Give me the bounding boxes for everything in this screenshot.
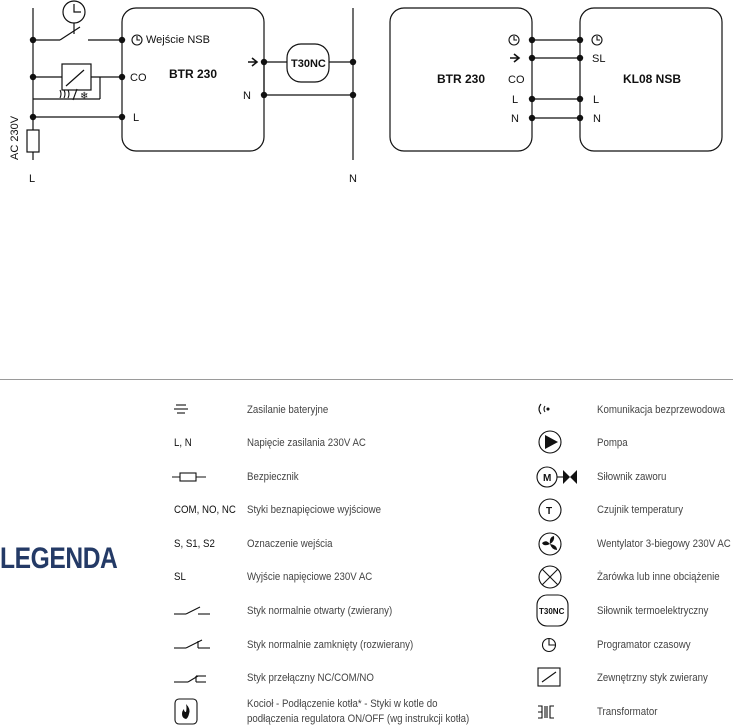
btr230-label-right: BTR 230 [437,72,485,86]
legend-desc: Bezpiecznik [247,471,299,483]
right-terminal-n-right: N [593,113,601,125]
battery-icon [174,404,188,414]
boiler-flame-icon [174,698,198,725]
arrow-right-icon [248,57,259,67]
legend-desc: Zasilanie bateryjne [247,404,329,416]
pump-icon [538,430,562,454]
timer-icon [541,637,557,653]
snowflake-icon: ❄ [80,91,88,102]
legend-desc: Czujnik temperatury [597,504,684,516]
terminal-co: CO [130,72,147,84]
legend-desc: Siłownik termoelektryczny [597,605,709,617]
legend-desc: Styk normalnie zamknięty (rozwierany) [247,639,414,651]
kl08nsb-box [579,7,723,152]
legend-title: LEGENDA [0,542,118,575]
kl08nsb-label: KL08 NSB [623,72,681,86]
legend-desc: Wyjście napięciowe 230V AC [247,571,373,583]
legend-desc: Żarówka lub inne obciążenie [597,571,720,583]
legend-desc: Transformator [597,706,658,718]
thermoelectric-actuator-icon [536,594,569,627]
legend-desc: Programator czasowy [597,639,691,651]
input-label: Wejście NSB [146,34,210,46]
fan-icon [538,532,562,556]
terminal-n: N [243,90,251,102]
right-terminal-n-left: N [511,113,519,125]
right-terminal-l-left: L [512,94,518,106]
actuator-label: T30NC [291,58,326,70]
right-terminal-sl: SL [592,53,605,65]
legend-desc: Kocioł - Podłączenie kotła* - Styki w ko… [247,698,438,710]
legend-symbol-sl: SL [174,571,186,583]
legend-desc: Pompa [597,437,628,449]
normally-open-contact-icon [174,606,210,615]
bulb-load-icon [538,565,562,589]
legend-desc: Styk przełączny NC/COM/NO [247,672,374,684]
legend-desc: Oznaczenie wejścia [247,538,333,550]
wireless-icon [538,403,550,415]
legend-desc: Siłownik zaworu [597,471,667,483]
legend-desc: Styki beznapięciowe wyjściowe [247,504,381,516]
bottom-l-label: L [29,173,35,185]
external-contact-icon [537,667,561,687]
changeover-contact-icon [174,675,206,683]
btr230-label-left: BTR 230 [169,67,217,81]
right-terminal-l-right: L [593,94,599,106]
normally-closed-contact-icon [174,639,210,649]
legend-symbol-com-no-nc: COM, NO, NC [174,504,236,516]
arrow-right-icon [510,53,521,63]
section-divider [0,379,733,380]
legend-desc: Komunikacja bezprzewodowa [597,404,726,416]
legend-desc: Styk normalnie otwarty (zwierany) [247,605,393,617]
legend-symbol-ln: L, N [174,437,192,449]
legend-desc: Zewnętrzny styk zwierany [597,672,708,684]
legend-desc: Napięcie zasilania 230V AC [247,437,366,449]
t30nc-actuator-box [286,43,330,83]
transformer-icon [538,705,554,719]
valve-icon-text: M [543,473,551,484]
bottom-n-label: N [349,173,357,185]
timer-icon [131,34,143,46]
supply-label: AC 230V [9,115,21,160]
temperature-sensor-icon [538,498,562,522]
timer-icon [591,34,603,46]
timer-icon [508,34,520,46]
fuse-icon [172,472,206,482]
sensor-icon-text: T [546,506,552,517]
legend-desc: podłączenia regulatora ON/OFF (wg instru… [247,713,470,725]
legend-symbol-s: S, S1, S2 [174,538,215,550]
terminal-l: L [133,112,139,124]
legend-desc: Wentylator 3-biegowy 230V AC [597,538,731,550]
t30nc-icon-text: T30NC [539,607,565,616]
right-terminal-co: CO [508,74,525,86]
btr230-box-right [389,7,533,152]
